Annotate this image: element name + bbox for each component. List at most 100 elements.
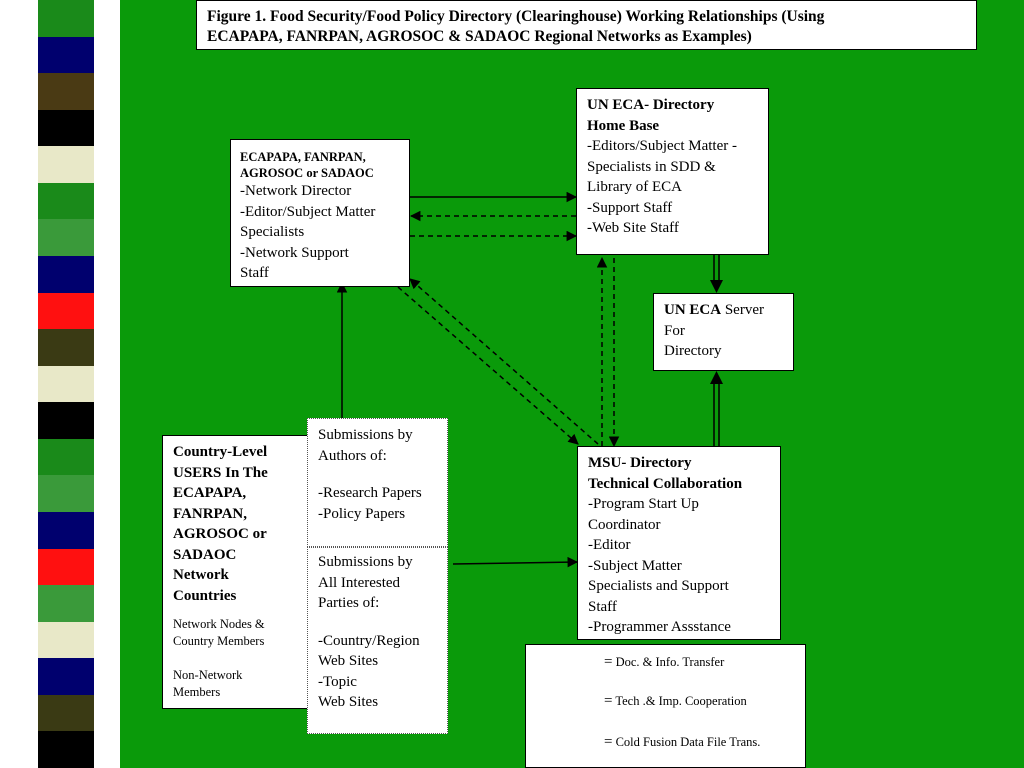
network-line: -Network Support (240, 244, 349, 261)
parties-item: Web Sites (318, 694, 379, 710)
arrow-submissions-to-msu (452, 556, 579, 568)
users-group-line: Members (173, 685, 221, 699)
users-group-line: Network Nodes & (173, 617, 265, 631)
stripe (38, 512, 94, 550)
uneca-title-2: Home Base (587, 117, 660, 134)
msu-line: Specialists and Support (588, 578, 729, 594)
uneca-line: -Support Staff (587, 199, 673, 216)
stripe-margin (94, 0, 120, 768)
stripe (38, 475, 94, 513)
submissions-authors-box: Submissions by Authors of: -Research Pape… (307, 418, 448, 547)
users-title-line: Network (173, 567, 229, 583)
msu-title-2: Technical Collaboration (588, 475, 743, 492)
uneca-line: Specialists in SDD & (587, 158, 716, 175)
stripe (38, 292, 94, 330)
figure-title: Figure 1. Food Security/Food Policy Dire… (196, 0, 977, 50)
users-title-line: FANRPAN, (173, 505, 248, 522)
parties-item: -Country/Region (318, 632, 420, 649)
stripe (38, 438, 94, 476)
uneca-line: -Web Site Staff (587, 220, 679, 236)
uneca-box: UN ECA- Directory Home Base -Editors/Sub… (576, 88, 769, 255)
msu-line: -Programmer Assstance (588, 619, 731, 635)
users-title-line: AGROSOC or (173, 526, 267, 542)
decorative-stripes (38, 0, 94, 768)
stripe (38, 146, 94, 184)
uneca-line: -Editors/Subject Matter - (587, 138, 737, 154)
stripe (38, 731, 94, 768)
msu-title-rest: - Directory (621, 455, 692, 471)
stripe (38, 256, 94, 294)
stripe (38, 73, 94, 111)
users-group-network: Network Nodes & Country Members (173, 616, 297, 650)
stripe (38, 36, 94, 74)
msu-title-prefix: MSU (588, 455, 622, 471)
stripe (38, 219, 94, 257)
parties-line: All Interested (318, 574, 401, 591)
network-line: -Editor/Subject Matter (240, 203, 376, 220)
server-line: For (664, 322, 685, 339)
users-title-line: Country-Level (173, 444, 268, 460)
stripe (38, 694, 94, 732)
parties-item: -Topic (318, 673, 357, 690)
stripe (38, 621, 94, 659)
users-group-line: Country Members (173, 634, 265, 648)
users-title-line: SADAOC (173, 546, 237, 563)
arrow-network-to-msu-dashed (397, 286, 579, 445)
msu-line: Coordinator (588, 516, 661, 533)
authors-item: -Policy Papers (318, 505, 406, 522)
legend-solid-label: = Doc. & Info. Transfer (604, 654, 725, 670)
authors-lines: Submissions by Authors of: (318, 425, 437, 466)
server-title-bold: UN ECA (664, 302, 722, 318)
uneca-line: Library of ECA (587, 179, 682, 195)
network-header-line-2: AGROSOC or SADAOC (240, 166, 374, 180)
uneca-lines: -Editors/Subject Matter - Specialists in … (587, 136, 758, 239)
server-line: Directory (664, 343, 722, 359)
figure-title-line-2: ECAPAPA, FANRPAN, AGROSOC & SADAOC Regio… (207, 28, 752, 45)
arrowhead-uneca-to-server (710, 280, 723, 293)
msu-lines: -Program Start Up Coordinator -Editor -Subj… (588, 494, 770, 638)
msu-line: Staff (588, 598, 617, 615)
legend-double-label: = Cold Fusion Data File Trans. (604, 734, 761, 750)
network-line: Staff (240, 265, 269, 281)
uneca-title-prefix: UN ECA (587, 97, 645, 113)
users-group-line: Non-Network (173, 668, 243, 682)
msu-box: MSU- Directory Technical Collaboration -… (577, 446, 781, 640)
uneca-title-rest: - Directory (644, 97, 715, 113)
parties-item: Web Sites (318, 653, 379, 669)
network-line: Specialists (240, 224, 305, 240)
legend-box: = Doc. & Info. Transfer = Tech .& Imp. C… (525, 644, 806, 768)
stripe (38, 0, 94, 38)
parties-line: Parties of: (318, 595, 380, 611)
figure-title-line-1: Figure 1. Food Security/Food Policy Dire… (207, 8, 825, 25)
arrowhead-msu-to-server (710, 371, 723, 384)
server-title-rest: Server (721, 302, 764, 318)
msu-line: -Program Start Up (588, 496, 699, 512)
stripe (38, 109, 94, 147)
stripe (38, 658, 94, 696)
users-title-line: ECAPAPA, (173, 485, 247, 501)
authors-line: Submissions by (318, 427, 413, 443)
stripe (38, 402, 94, 440)
stripe (38, 548, 94, 586)
msu-line: -Subject Matter (588, 557, 682, 574)
authors-line: Authors of: (318, 447, 387, 464)
arrow-msu-to-network-dashed (409, 278, 599, 445)
authors-items: -Research Papers -Policy Papers (318, 483, 437, 524)
stripe (38, 585, 94, 623)
network-line: -Network Director (240, 183, 352, 199)
users-title-line: Countries (173, 587, 237, 604)
stripe (38, 182, 94, 220)
authors-item: -Research Papers (318, 485, 422, 501)
parties-line: Submissions by (318, 554, 413, 570)
users-title-line: USERS In The (173, 464, 268, 481)
stripe (38, 329, 94, 367)
msu-line: -Editor (588, 537, 631, 553)
